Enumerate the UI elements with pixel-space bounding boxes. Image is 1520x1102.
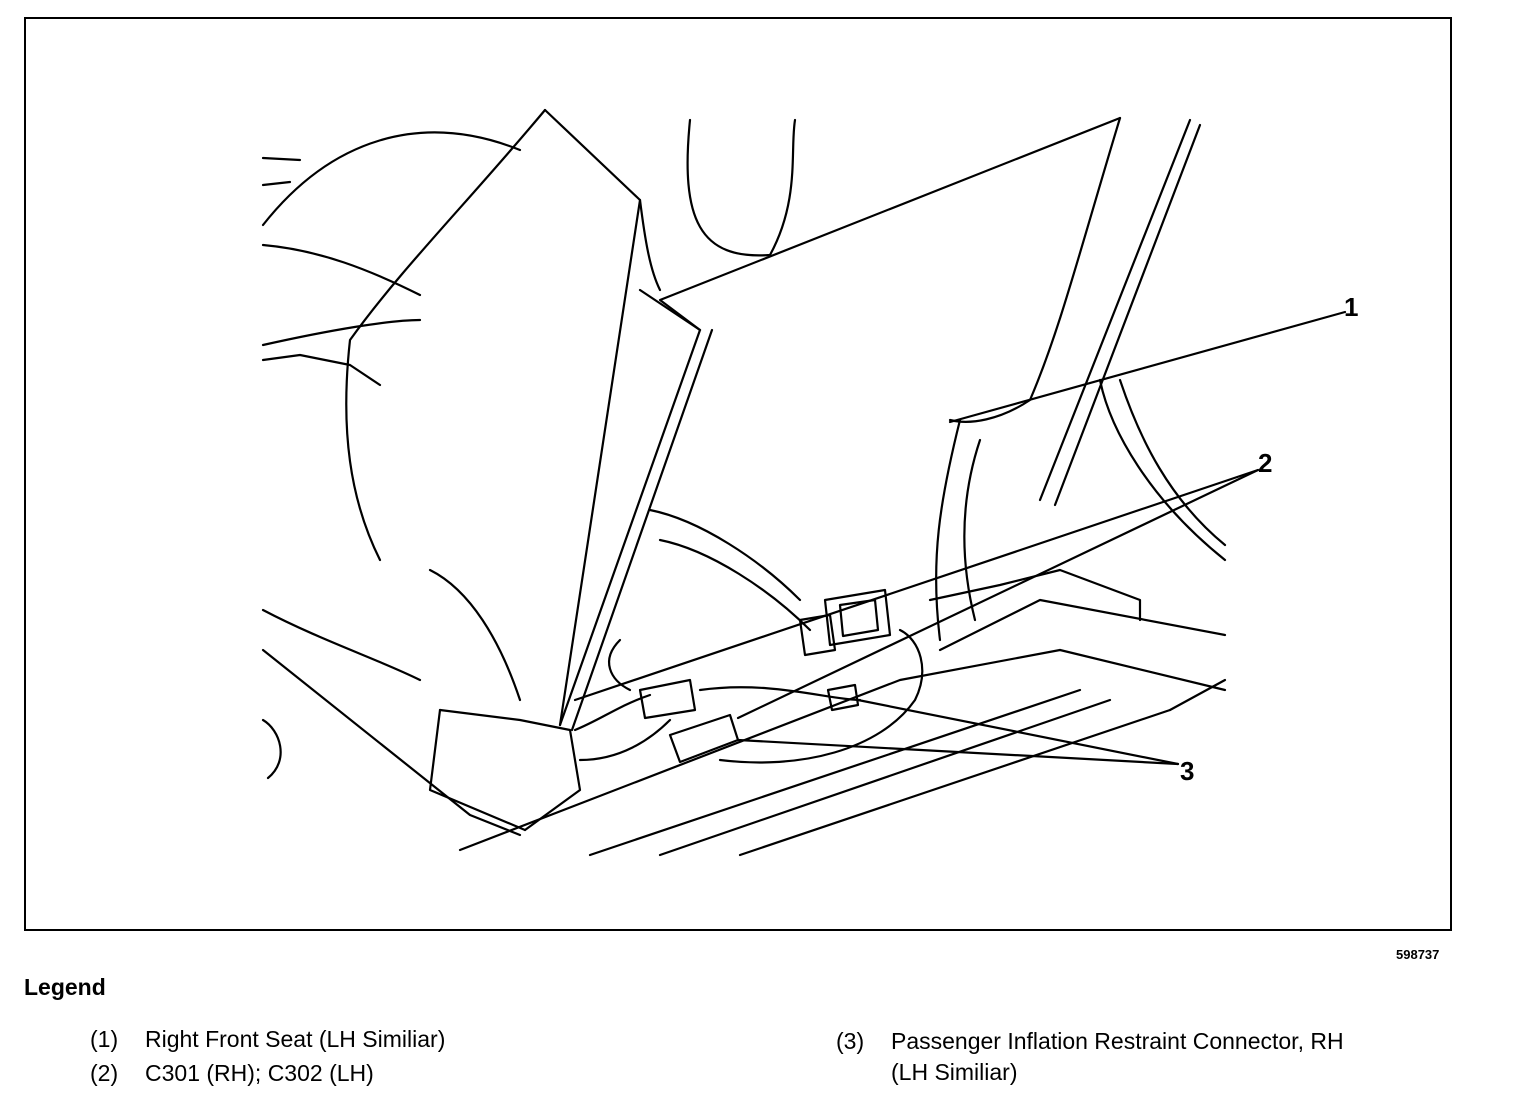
inflation-restraint-connector bbox=[638, 678, 860, 764]
seat-track bbox=[428, 418, 1227, 857]
legend-item-label: C301 (RH); C302 (LH) bbox=[145, 1060, 374, 1086]
legend-item-number: (1) bbox=[90, 1026, 119, 1052]
seat-wiring-illustration bbox=[261, 108, 1347, 857]
legend-item-number: (3) bbox=[836, 1028, 865, 1054]
wiring-harness bbox=[573, 508, 924, 764]
legend-item-label: Right Front Seat (LH Similiar) bbox=[145, 1026, 446, 1052]
legend-title: Legend bbox=[24, 974, 106, 1000]
front-seatback bbox=[345, 108, 1122, 732]
legend-item-number: (2) bbox=[90, 1060, 119, 1086]
callout-2: 2 bbox=[1258, 448, 1273, 478]
callout-1: 1 bbox=[1344, 292, 1359, 322]
c301-connector bbox=[798, 588, 892, 657]
figure-id: 598737 bbox=[1396, 947, 1440, 962]
legend-item-label-continued: (LH Similiar) bbox=[891, 1059, 1018, 1085]
leader-lines bbox=[573, 310, 1347, 766]
callout-3: 3 bbox=[1180, 756, 1195, 786]
rear-seat-outline bbox=[261, 131, 522, 837]
seat-cushion bbox=[686, 116, 1227, 562]
legend-item-label: Passenger Inflation Restraint Connector,… bbox=[891, 1028, 1344, 1054]
figure-frame bbox=[24, 17, 1452, 931]
